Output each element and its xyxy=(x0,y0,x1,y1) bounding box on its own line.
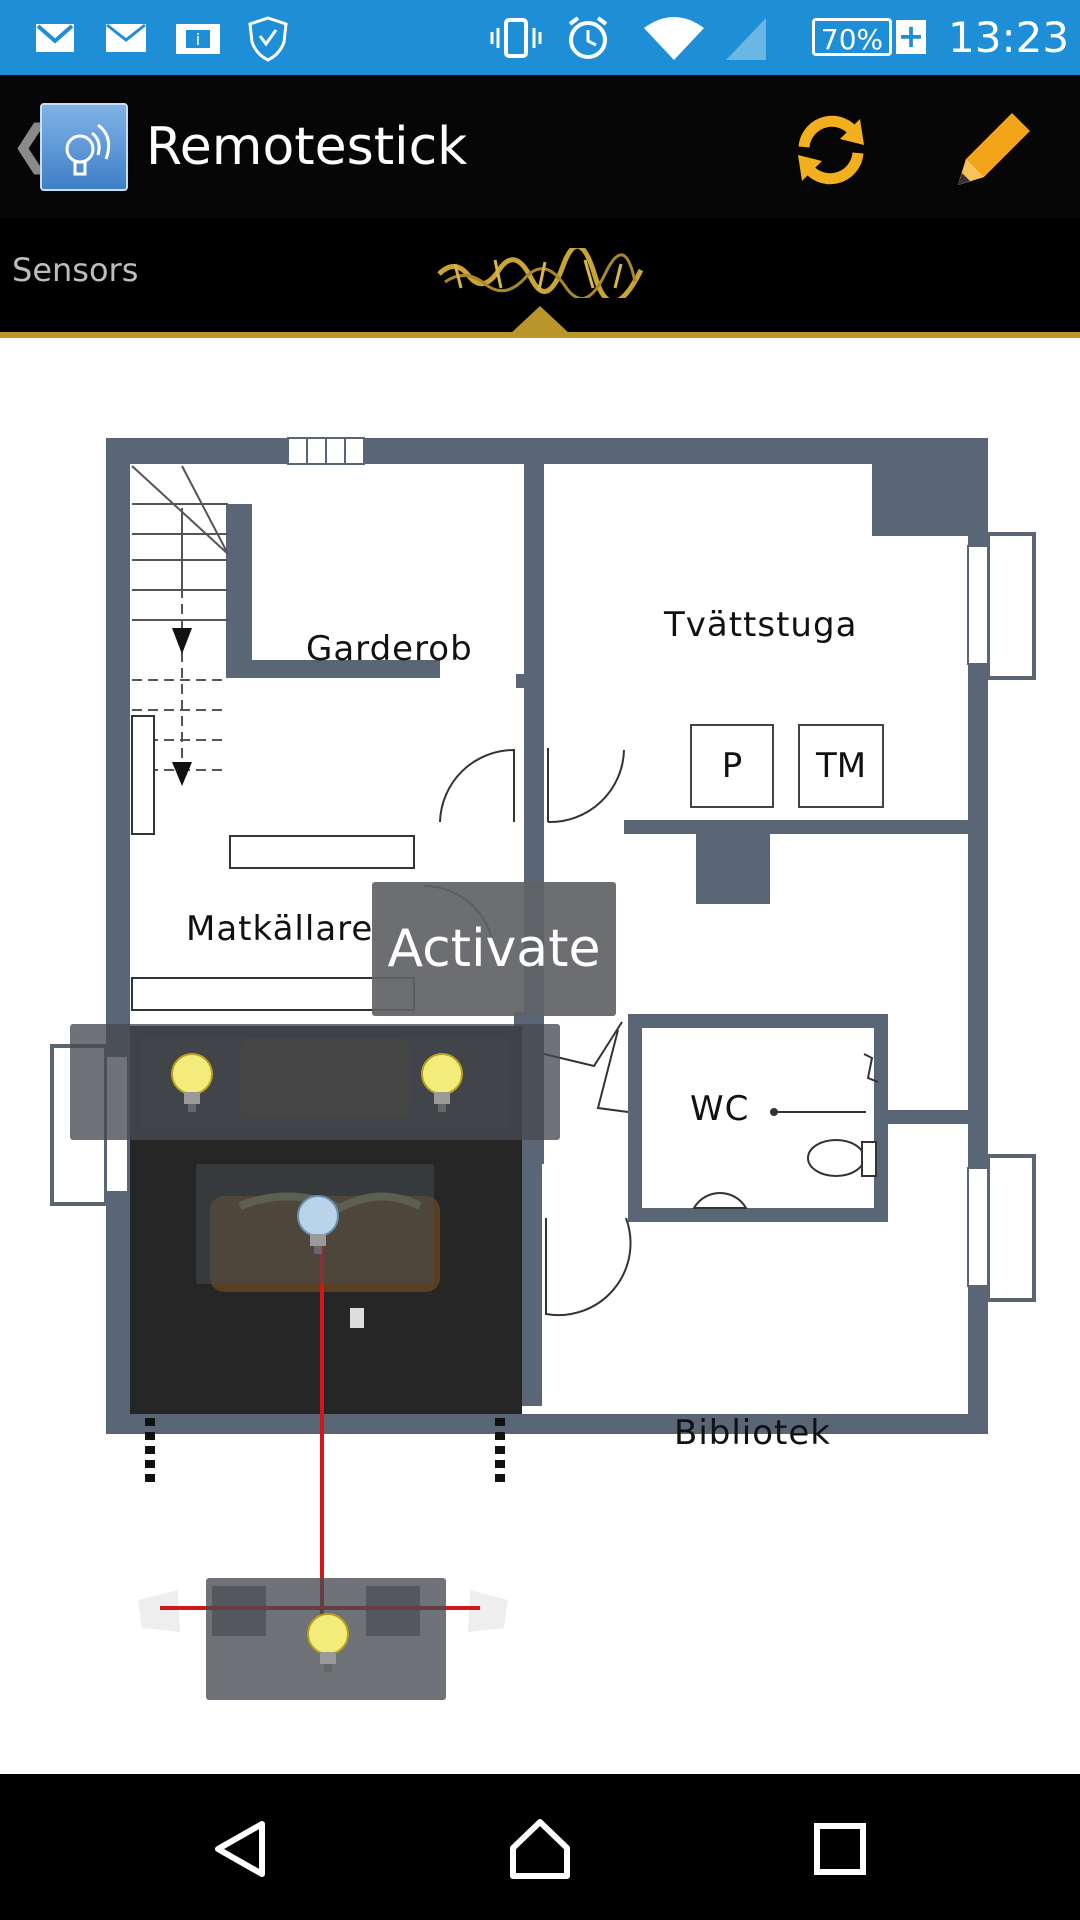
lightbulb-icon[interactable] xyxy=(292,1192,344,1258)
action-bar: ❮ Remotestick xyxy=(0,75,1080,218)
back-triangle-icon[interactable] xyxy=(206,1814,276,1884)
home-icon[interactable] xyxy=(505,1814,575,1884)
room-tvattstuga: Tvättstuga xyxy=(664,605,858,645)
tab-strip: Sensors xyxy=(0,218,1080,338)
charging-plus: + xyxy=(896,17,926,55)
email-icon xyxy=(106,23,146,52)
lightbulb-icon[interactable] xyxy=(166,1050,218,1116)
navigation-bar xyxy=(0,1774,1080,1920)
vibrate-icon xyxy=(490,18,542,58)
battery-indicator: 70% xyxy=(812,18,892,56)
wifi-icon xyxy=(644,17,704,60)
app-title: Remotestick xyxy=(146,117,468,177)
lightbulb-icon[interactable] xyxy=(416,1050,468,1116)
alarm-icon xyxy=(568,16,608,59)
room-wc: WC xyxy=(690,1089,750,1129)
pencil-icon[interactable] xyxy=(950,103,1040,193)
lamp-group-panel[interactable] xyxy=(70,1024,560,1140)
shield-icon xyxy=(248,16,288,62)
info-icon: i xyxy=(176,24,220,54)
lightbulb-icon[interactable] xyxy=(302,1610,354,1676)
activate-button[interactable]: Activate xyxy=(372,882,616,1016)
refresh-icon[interactable] xyxy=(786,105,876,195)
tab-underline xyxy=(0,332,1080,338)
gmail-icon xyxy=(36,24,74,52)
room-bibliotek: Bibliotek xyxy=(674,1413,831,1453)
signal-icon xyxy=(726,18,766,60)
app-lightbulb-icon[interactable] xyxy=(40,103,128,191)
clock: 13:23 xyxy=(948,13,1070,62)
status-bar: i 70% + 13:23 xyxy=(0,0,1080,75)
room-matkallare: Matkällare xyxy=(186,909,374,949)
decorative-logo-icon[interactable] xyxy=(435,248,645,298)
recents-square-icon[interactable] xyxy=(805,1814,875,1884)
room-garderob: Garderob xyxy=(306,629,473,669)
appliance-p: P xyxy=(690,724,774,808)
svg-text:i: i xyxy=(196,30,200,49)
appliance-tm: TM xyxy=(798,724,884,808)
tab-indicator xyxy=(510,306,570,334)
tab-sensors[interactable]: Sensors xyxy=(12,251,139,289)
